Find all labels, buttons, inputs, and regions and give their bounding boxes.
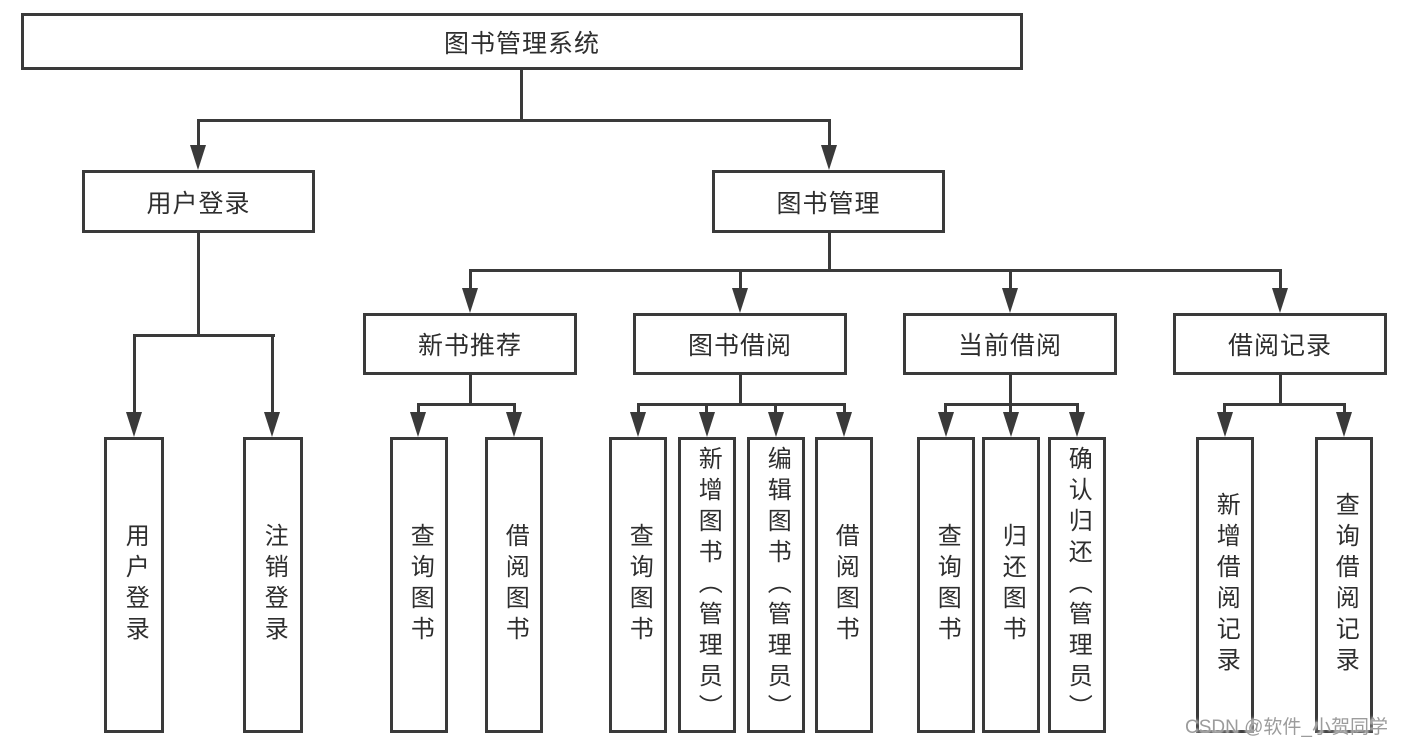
arrow-down-icon — [821, 145, 837, 170]
node-return-books: 归还图书 — [982, 437, 1040, 733]
node-label: 查询图书 — [406, 523, 434, 647]
node-logout-action: 注销登录 — [243, 437, 303, 733]
connector-line — [520, 70, 523, 121]
node-confirm-return-admin: 确认归还（管理员） — [1048, 437, 1106, 733]
node-book-management: 图书管理 — [712, 170, 945, 233]
connector-line — [197, 119, 200, 150]
node-label: 借阅图书 — [831, 523, 859, 647]
connector-line — [417, 403, 420, 416]
connector-line — [417, 403, 516, 406]
connector-line — [774, 403, 777, 416]
node-new-book-recommendation: 新书推荐 — [363, 313, 577, 375]
arrow-down-icon — [836, 412, 852, 437]
connector-line — [1223, 403, 1346, 406]
node-label: 当前借阅 — [957, 332, 1062, 360]
connector-line — [133, 334, 275, 337]
connector-line — [828, 233, 831, 271]
connector-line — [739, 375, 742, 405]
node-label: 新书推荐 — [417, 332, 522, 360]
arrow-down-icon — [506, 412, 522, 437]
connector-line — [843, 403, 846, 416]
node-library-system: 图书管理系统 — [21, 13, 1023, 70]
connector-line — [1009, 403, 1012, 416]
arrow-down-icon — [410, 412, 426, 437]
arrow-down-icon — [462, 288, 478, 313]
node-label: 图书管理系统 — [443, 29, 600, 58]
connector-line — [197, 119, 831, 122]
connector-line — [469, 269, 472, 291]
arrow-down-icon — [1069, 412, 1085, 437]
node-edit-books-admin: 编辑图书（管理员） — [747, 437, 805, 733]
node-label: 图书借阅 — [687, 332, 792, 360]
node-borrow-books: 借阅图书 — [815, 437, 873, 733]
node-user-login-action: 用户登录 — [104, 437, 164, 733]
connector-line — [1279, 269, 1282, 291]
connector-line — [1223, 403, 1226, 416]
arrow-down-icon — [1217, 412, 1233, 437]
node-label: 确认归还（管理员） — [1064, 445, 1092, 725]
arrow-down-icon — [1002, 288, 1018, 313]
node-query-books: 查询图书 — [390, 437, 448, 733]
node-label: 编辑图书（管理员） — [763, 445, 791, 725]
connector-line — [637, 403, 640, 416]
node-label: 归还图书 — [998, 523, 1026, 647]
node-label: 借阅图书 — [501, 523, 529, 647]
node-borrowing-records: 借阅记录 — [1173, 313, 1387, 375]
node-label: 查询图书 — [625, 523, 653, 647]
connector-line — [1009, 375, 1012, 405]
arrow-down-icon — [264, 412, 280, 437]
connector-line — [739, 269, 742, 291]
arrow-down-icon — [190, 145, 206, 170]
node-label: 查询借阅记录 — [1331, 492, 1359, 678]
connector-line — [133, 334, 136, 415]
connector-line — [828, 119, 831, 150]
csdn-watermark: CSDN @软件_小贺同学 — [1185, 717, 1388, 738]
node-book-borrowing: 图书借阅 — [633, 313, 847, 375]
node-label: 新增借阅记录 — [1212, 492, 1240, 678]
node-label: 借阅记录 — [1227, 332, 1332, 360]
node-current-borrowing: 当前借阅 — [903, 313, 1117, 375]
arrow-down-icon — [126, 412, 142, 437]
arrow-down-icon — [630, 412, 646, 437]
node-user-login: 用户登录 — [82, 170, 315, 233]
connector-line — [1009, 269, 1012, 291]
node-label: 查询图书 — [933, 523, 961, 647]
node-label: 图书管理 — [776, 189, 881, 218]
node-label: 新增图书（管理员） — [694, 445, 722, 725]
node-add-borrow-record: 新增借阅记录 — [1196, 437, 1254, 733]
connector-line — [637, 403, 846, 406]
arrow-down-icon — [699, 412, 715, 437]
connector-line — [1279, 375, 1282, 405]
arrow-down-icon — [1336, 412, 1352, 437]
arrow-down-icon — [1272, 288, 1288, 313]
connector-line — [705, 403, 708, 416]
node-add-books-admin: 新增图书（管理员） — [678, 437, 736, 733]
connector-line — [197, 233, 200, 336]
node-borrow-books: 借阅图书 — [485, 437, 543, 733]
connector-line — [469, 375, 472, 405]
connector-line — [271, 334, 274, 415]
connector-line — [1076, 403, 1079, 416]
arrow-down-icon — [938, 412, 954, 437]
connector-line — [469, 269, 1282, 272]
connector-line — [1343, 403, 1346, 416]
connector-line — [513, 403, 516, 416]
node-query-books: 查询图书 — [609, 437, 667, 733]
node-query-books: 查询图书 — [917, 437, 975, 733]
connector-line — [944, 403, 947, 416]
arrow-down-icon — [732, 288, 748, 313]
node-label: 用户登录 — [121, 523, 149, 647]
node-label: 用户登录 — [146, 189, 251, 218]
arrow-down-icon — [768, 412, 784, 437]
arrow-down-icon — [1003, 412, 1019, 437]
node-query-borrow-record: 查询借阅记录 — [1315, 437, 1373, 733]
node-label: 注销登录 — [260, 523, 288, 647]
